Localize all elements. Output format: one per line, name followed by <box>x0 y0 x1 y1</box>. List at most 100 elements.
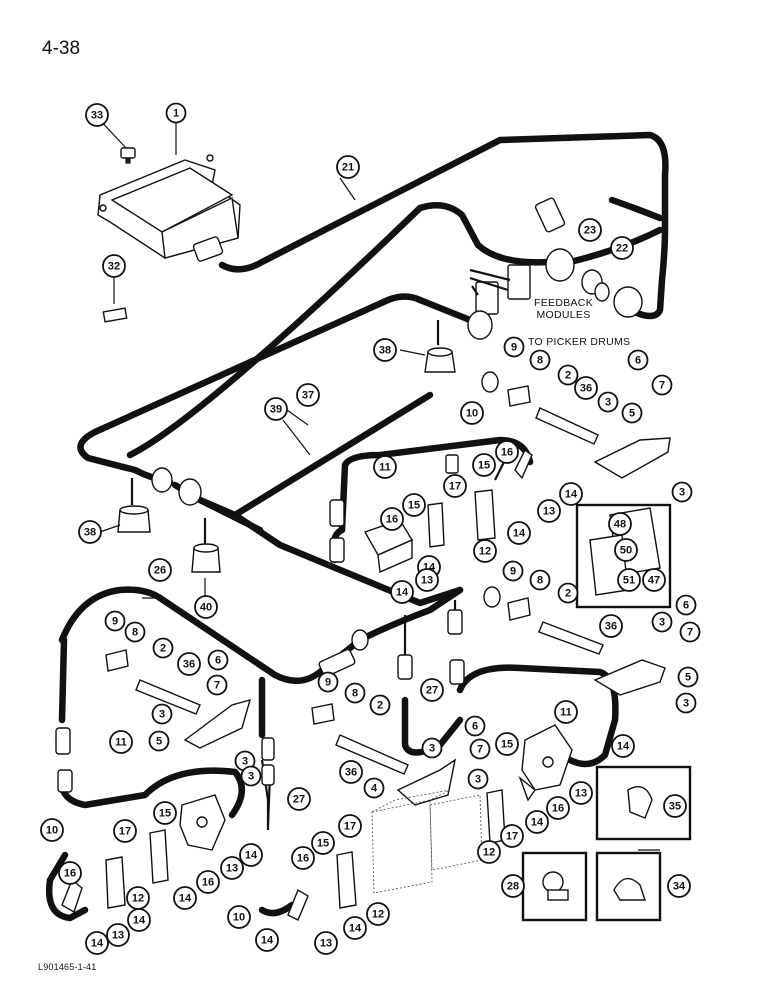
callout-c-16a: 16 <box>495 440 519 464</box>
callout-c-3g: 3 <box>421 737 443 759</box>
leader-lines <box>97 117 660 851</box>
callout-c-9b: 9 <box>502 560 524 582</box>
callout-number: 14 <box>513 528 526 540</box>
callout-c-14d: 14 <box>390 580 414 604</box>
callout-c-14f: 14 <box>525 810 549 834</box>
callout-c-15b: 15 <box>402 493 426 517</box>
callout-number: 12 <box>483 847 495 859</box>
callout-number: 6 <box>472 721 478 733</box>
callout-c-14j: 14 <box>85 931 109 955</box>
callout-number: 8 <box>132 627 138 639</box>
callout-number: 40 <box>200 602 212 614</box>
callout-c-16c: 16 <box>546 796 570 820</box>
callout-number: 35 <box>669 801 681 813</box>
main-harness-26 <box>58 586 464 739</box>
callout-c-13c: 13 <box>569 781 593 805</box>
callout-number: 3 <box>679 487 685 499</box>
callout-number: 22 <box>616 243 628 255</box>
potentiometer-11-lower <box>179 794 226 851</box>
callout-c-50: 50 <box>614 538 638 562</box>
callout-number: 6 <box>683 600 689 612</box>
callout-number: 34 <box>673 881 686 893</box>
callout-number: 51 <box>623 575 635 587</box>
callout-number: 2 <box>565 370 571 382</box>
callout-number: 14 <box>617 741 630 753</box>
callout-number: 47 <box>648 575 660 587</box>
potentiometer-11-upper <box>363 519 414 574</box>
callout-c-10b: 10 <box>40 818 64 842</box>
callout-number: 10 <box>46 825 58 837</box>
callout-c-13d: 13 <box>220 856 244 880</box>
callout-c-3h: 3 <box>467 768 489 790</box>
callout-c-11c: 11 <box>109 730 133 754</box>
callout-c-14h: 14 <box>173 886 197 910</box>
callout-number: 16 <box>386 514 398 526</box>
feedback-modules-label-line2: MODULES <box>536 309 591 321</box>
callout-number: 9 <box>112 616 118 628</box>
callout-number: 2 <box>160 643 166 655</box>
callout-c-23: 23 <box>578 218 602 242</box>
callout-c-34: 34 <box>667 874 691 898</box>
callout-c-17c: 17 <box>113 819 137 843</box>
callout-number: 17 <box>119 826 131 838</box>
ghost-mounting-blocks <box>371 789 483 894</box>
callout-c-38a: 38 <box>373 338 397 362</box>
callout-number: 50 <box>620 545 632 557</box>
callout-c-14e: 14 <box>611 734 635 758</box>
sensor-shafts-36 <box>135 407 604 775</box>
harness-connectors <box>55 371 501 793</box>
callout-c-14k: 14 <box>343 916 367 940</box>
drum-arms <box>61 448 536 921</box>
callout-number: 3 <box>605 397 611 409</box>
callout-number: 3 <box>659 617 665 629</box>
callout-c-8d: 8 <box>344 682 366 704</box>
callout-c-2b: 2 <box>557 582 579 604</box>
inset-box-34 <box>595 851 662 922</box>
callout-number: 12 <box>479 546 491 558</box>
callout-number: 15 <box>478 460 490 472</box>
callout-number: 3 <box>683 698 689 710</box>
callout-number: 8 <box>352 688 358 700</box>
callout-number: 14 <box>396 587 409 599</box>
fuse-33 <box>120 147 136 164</box>
branch-harness-11-lower <box>58 767 245 819</box>
callout-number: 48 <box>614 519 626 531</box>
callout-c-38b: 38 <box>78 520 102 544</box>
callout-number: 11 <box>560 707 572 719</box>
callout-number: 5 <box>629 408 635 420</box>
callout-c-2a: 2 <box>557 364 579 386</box>
feedback-module-connectors <box>467 197 643 340</box>
callout-c-13a: 13 <box>537 499 561 523</box>
callout-c-14a: 14 <box>559 482 583 506</box>
branch-harness-10-lower <box>45 851 296 922</box>
callout-number: 9 <box>325 677 331 689</box>
callout-c-33: 33 <box>85 103 109 127</box>
callout-number: 15 <box>501 739 513 751</box>
callout-c-3d: 3 <box>675 692 697 714</box>
potentiometer-11-right <box>521 724 573 791</box>
callout-number: 7 <box>214 680 220 692</box>
callout-number: 36 <box>183 659 195 671</box>
callout-c-12d: 12 <box>366 902 390 926</box>
inset-box-28 <box>521 851 588 922</box>
callout-c-1: 1 <box>165 102 187 124</box>
callout-number: 5 <box>685 672 691 684</box>
callout-number: 14 <box>179 893 192 905</box>
to-picker-drums-label: TO PICKER DRUMS <box>528 336 631 348</box>
callout-number: 37 <box>302 390 314 402</box>
callout-number: 15 <box>159 808 171 820</box>
callout-c-15a: 15 <box>472 453 496 477</box>
callout-number: 14 <box>133 915 146 927</box>
callout-c-35: 35 <box>663 794 687 818</box>
callout-number: 17 <box>506 831 518 843</box>
callout-number: 11 <box>115 737 127 749</box>
callout-c-17a: 17 <box>443 474 467 498</box>
callout-number: 27 <box>426 685 438 697</box>
callout-number: 28 <box>507 881 519 893</box>
callout-c-14l: 14 <box>255 928 279 952</box>
callout-c-28: 28 <box>501 874 525 898</box>
feedback-modules-label-line1: FEEDBACK <box>534 297 593 309</box>
callout-c-2d: 2 <box>369 694 391 716</box>
callout-c-47: 47 <box>642 568 666 592</box>
